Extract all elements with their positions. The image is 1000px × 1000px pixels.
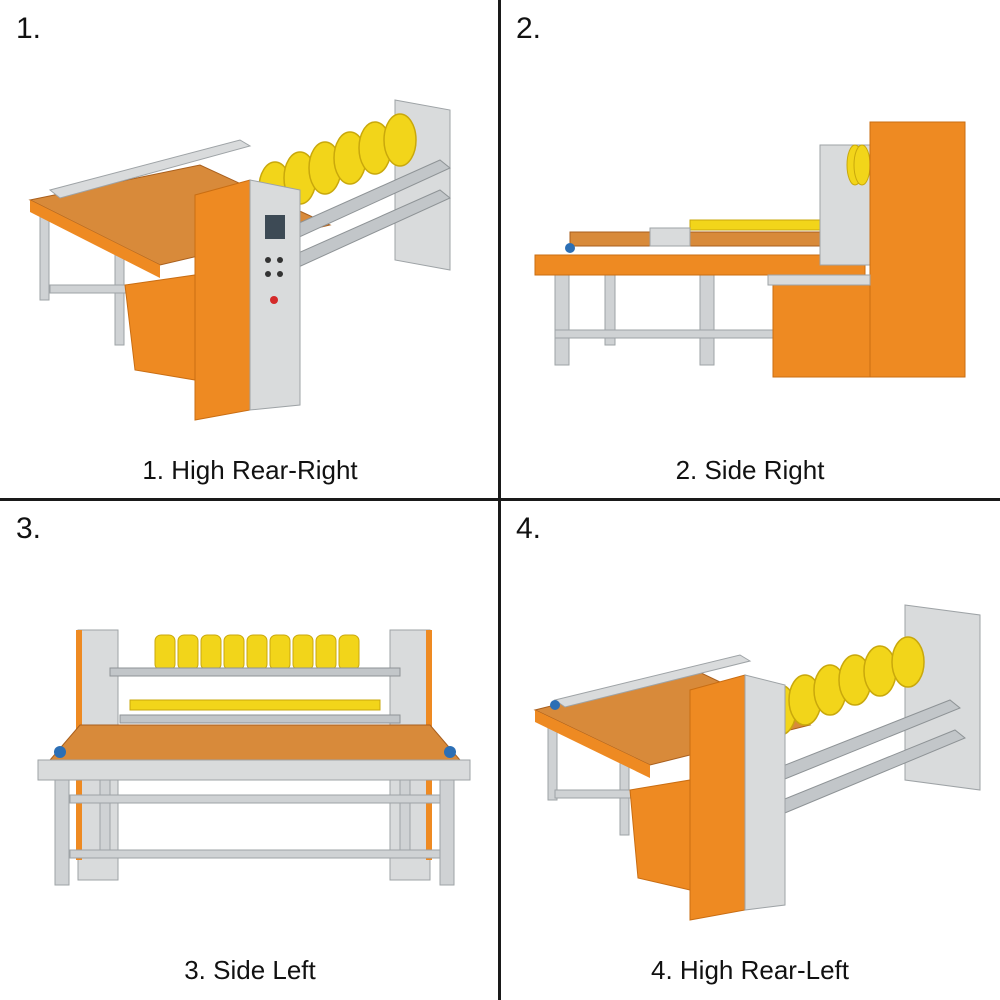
- machine-render-high-rear-left: [533, 604, 981, 921]
- view-panel-3: 3.: [0, 500, 500, 1000]
- view-caption: 1. High Rear-Right: [142, 455, 358, 485]
- panel-number: 1.: [16, 12, 42, 45]
- view-panel-1: 1.: [0, 0, 500, 500]
- machine-render-side-left: [37, 629, 471, 886]
- view-panel-2: 2. 2. Side Right: [500, 0, 1000, 500]
- panel-number: 2.: [516, 12, 542, 45]
- grid-divider-horizontal: [0, 498, 1000, 501]
- panel-number: 4.: [516, 512, 542, 545]
- view-caption: 3. Side Left: [184, 955, 316, 985]
- panel-number: 3.: [16, 512, 42, 545]
- view-caption: 2. Side Right: [675, 455, 825, 485]
- view-caption: 4. High Rear-Left: [651, 955, 849, 985]
- machine-render-side-right: [534, 121, 966, 378]
- view-panel-4: 4. 4. High Rear-Left: [500, 500, 1000, 1000]
- machine-render-high-rear-right: [28, 99, 451, 421]
